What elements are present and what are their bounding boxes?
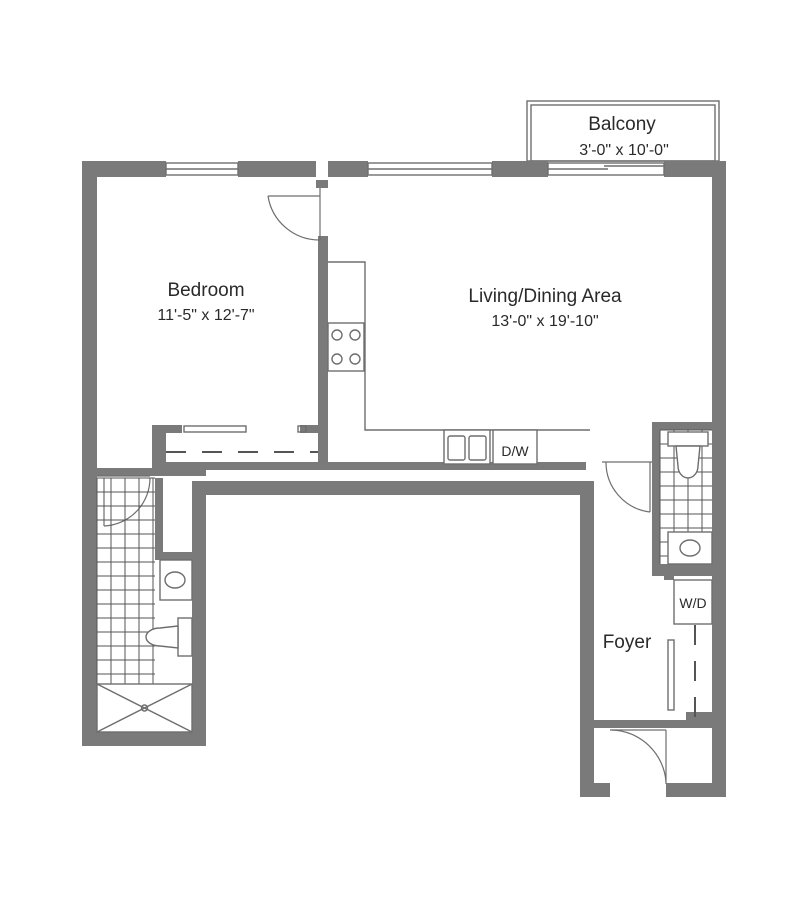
balcony-railing-inner — [530, 104, 716, 162]
bath-floor-tiles — [96, 477, 155, 684]
wall-foyer-bottom-right — [666, 783, 726, 797]
wall-bath-bottom — [82, 732, 206, 746]
wall-top-living-mid — [492, 161, 548, 177]
wall-left — [82, 161, 97, 746]
wall-powder-bottom — [652, 564, 726, 576]
bedroom-size: 11'-5" x 12'-7" — [157, 307, 254, 324]
bedroom-door-swing — [267, 195, 321, 241]
main-bathroom — [96, 477, 193, 733]
wall-right — [712, 161, 726, 797]
bath-door-swing — [103, 477, 151, 527]
doors — [97, 188, 667, 784]
powder-sink — [667, 531, 713, 565]
living-size: 13'-0" x 19'-10" — [491, 313, 598, 330]
wall-bath-right — [192, 481, 206, 746]
powder-toilet — [675, 445, 701, 479]
room-labels: Balcony 3'-0" x 10'-0" Bedroom 11'-5" x … — [157, 114, 706, 653]
wall-top-right — [664, 161, 726, 177]
wall-foyer-bottom-left — [580, 783, 610, 797]
wall-foyer-left — [580, 481, 594, 797]
balcony — [526, 100, 720, 162]
balcony-size: 3'-0" x 10'-0" — [579, 142, 669, 159]
washer-dryer-label: W/D — [679, 595, 706, 611]
kitchen: D/W — [327, 261, 590, 465]
wall-top-left — [82, 161, 166, 177]
wall-kitchen-bottom — [152, 462, 586, 470]
stove — [327, 322, 365, 372]
interior-walls — [82, 180, 726, 728]
wall-top-bedroom — [238, 161, 316, 177]
toilet-tank — [177, 617, 193, 657]
entry-door-swing — [611, 729, 667, 783]
exterior-walls — [82, 161, 726, 797]
balcony-name: Balcony — [588, 114, 656, 135]
dishwasher — [492, 429, 538, 465]
closets — [166, 425, 696, 720]
toilet — [145, 625, 179, 649]
foyer-name: Foyer — [603, 632, 652, 653]
kitchen-sink — [443, 429, 491, 465]
wall-powder-left — [652, 422, 660, 570]
wall-notch-top — [192, 481, 594, 495]
wall-top-living-left — [328, 161, 368, 177]
wall-bedroom-living — [318, 236, 328, 470]
powder-toilet-tank — [667, 431, 709, 447]
living-name: Living/Dining Area — [468, 286, 622, 307]
bedroom-name: Bedroom — [167, 280, 244, 301]
powder-door-swing — [605, 461, 651, 513]
dishwasher-label: D/W — [501, 443, 529, 459]
powder-room — [659, 429, 713, 565]
